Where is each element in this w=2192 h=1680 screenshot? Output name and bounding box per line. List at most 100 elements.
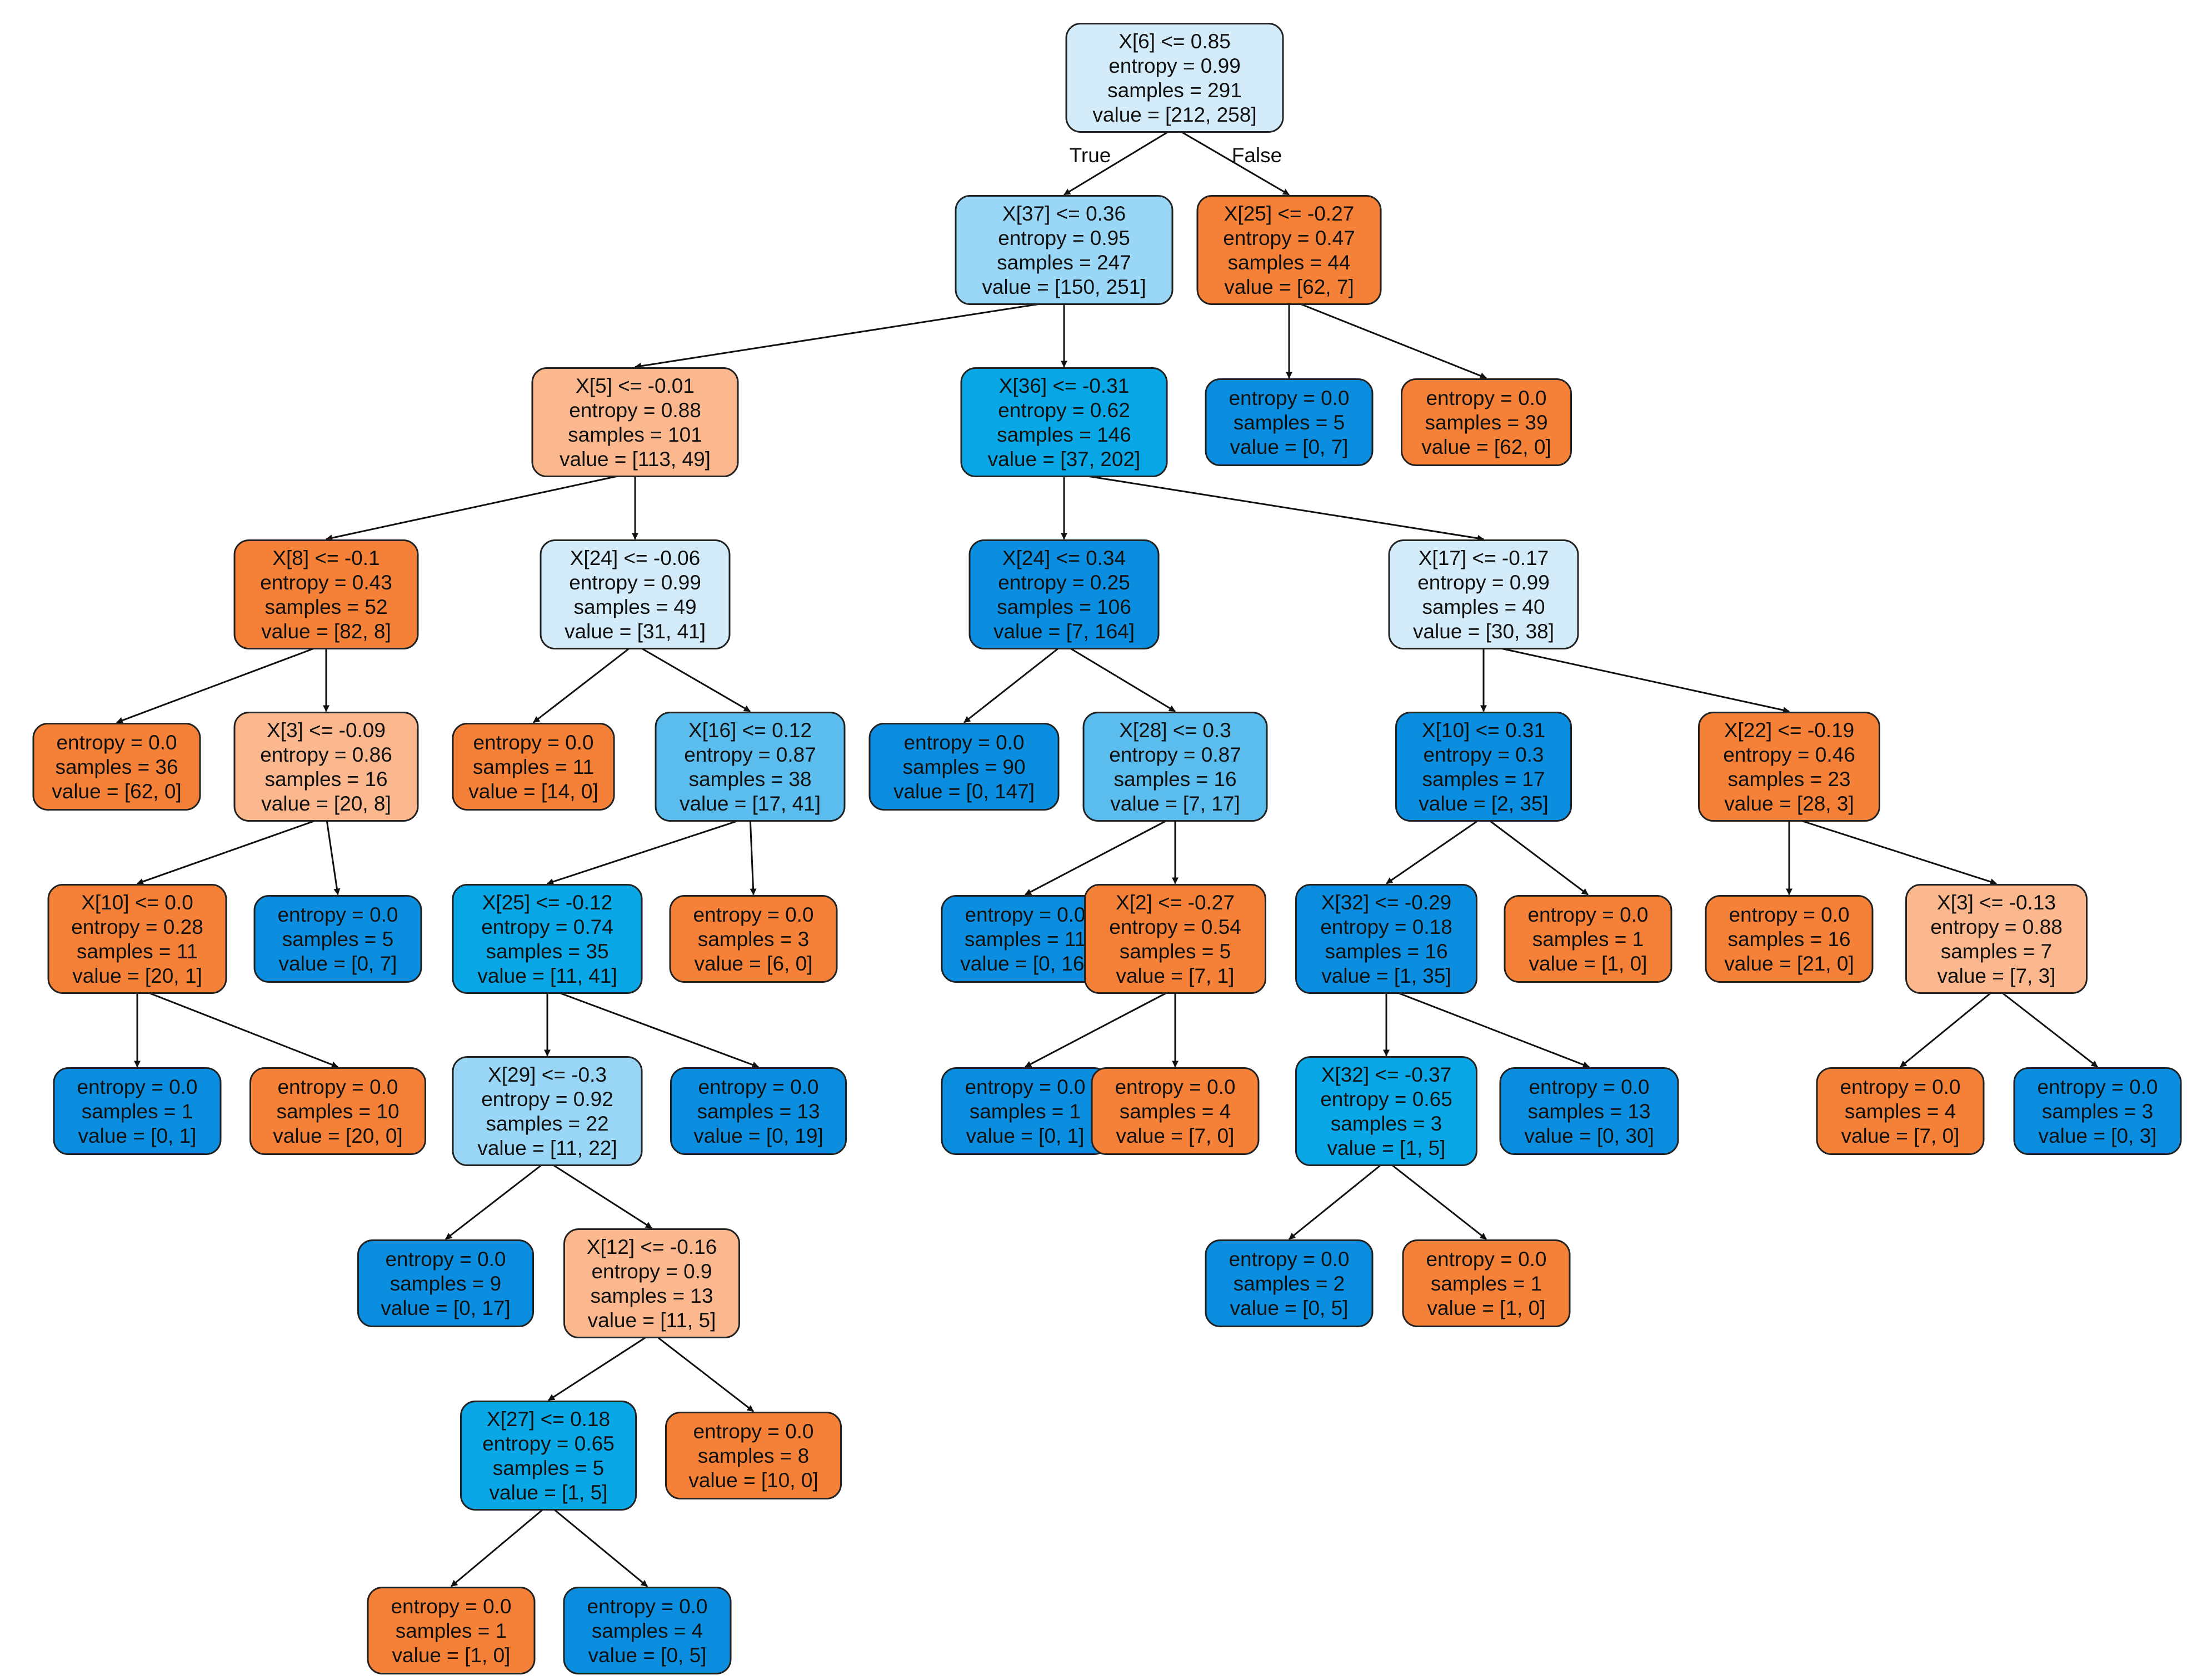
node-text-line: X[28] <= 0.3 [1119,719,1231,742]
node-box [669,895,838,983]
node-text-line: entropy = 0.74 [481,916,613,938]
tree-edge [533,648,630,723]
node-text-line: entropy = 0.65 [1320,1088,1452,1111]
node-text-line: X[2] <= -0.27 [1116,891,1235,914]
node-text-line: value = [30, 38] [1413,620,1554,643]
node-box [1698,712,1880,822]
tree-edge [1070,648,1176,712]
tree-edge [1089,476,1484,542]
node-text-line: entropy = 0.0 [77,1076,197,1098]
node-text-line: samples = 3 [2042,1100,2154,1123]
tree-edge [1489,820,1589,896]
node-text-line: value = [0, 17] [381,1297,510,1319]
node-text-line: value = [2, 35] [1419,792,1548,815]
node-text-line: X[6] <= 0.85 [1119,30,1231,53]
true-branch-label: True [1070,144,1111,167]
node-text-line: samples = 101 [568,423,702,446]
node-text-line: X[3] <= -0.09 [267,719,386,742]
node-text-line: value = [1, 5] [490,1481,608,1504]
node-text-line: value = [1, 0] [1529,952,1647,975]
node-box [955,195,1174,305]
node-box [253,895,422,983]
node-text-line: entropy = 0.0 [1529,1076,1649,1098]
node-text-line: X[32] <= -0.37 [1321,1063,1452,1086]
node-text-line: X[3] <= -0.13 [1937,891,2056,914]
node-text-line: samples = 11 [965,928,1086,951]
node-box [1905,884,2088,994]
node-text-line: value = [17, 41] [680,792,821,815]
node-box [53,1067,222,1155]
node-text-line: entropy = 0.92 [481,1088,613,1111]
node-box [32,723,201,811]
false-branch-label: False [1232,144,1282,167]
node-box [452,884,643,994]
node-text-line: value = [11, 22] [477,1137,617,1159]
tree-edge [1501,648,1790,714]
node-box [233,712,419,822]
node-box [1705,895,1874,983]
node-text-line: value = [0, 5] [1230,1297,1349,1319]
node-text-line: samples = 39 [1425,411,1547,434]
node-text-line: entropy = 0.47 [1223,227,1355,249]
tree-edge [149,992,338,1068]
node-text-line: entropy = 0.0 [277,1076,398,1098]
node-box [670,1067,847,1155]
node-text-line: entropy = 0.0 [698,1076,818,1098]
node-text-line: samples = 247 [997,251,1131,274]
node-text-line: X[37] <= 0.36 [1002,202,1126,225]
node-text-line: samples = 2 [1234,1272,1345,1295]
node-text-line: entropy = 0.28 [71,916,203,938]
node-text-line: entropy = 0.54 [1109,916,1241,938]
node-text-line: samples = 7 [1941,940,2053,963]
node-text-line: value = [7, 3] [1938,964,2056,987]
node-box [1816,1067,1985,1155]
node-box [531,367,739,477]
node-text-line: samples = 5 [1234,411,1345,434]
node-box [2013,1067,2182,1155]
tree-edge [1386,820,1479,884]
node-text-line: X[12] <= -0.16 [587,1236,717,1258]
node-text-line: value = [31, 41] [565,620,706,643]
node-text-line: entropy = 0.0 [965,1076,1085,1098]
tree-edge [641,648,751,712]
node-text-line: entropy = 0.0 [473,731,593,754]
tree-edge [635,303,1038,369]
node-text-line: value = [0, 16] [960,952,1090,975]
node-text-line: entropy = 0.99 [569,571,701,594]
tree-edge [547,820,738,885]
node-box [563,1228,740,1338]
node-text-line: entropy = 0.95 [998,227,1130,249]
node-box [655,712,846,822]
node-box [233,539,419,649]
node-text-line: entropy = 0.87 [684,743,816,766]
tree-edge [2001,992,2098,1068]
tree-edge [548,1337,646,1401]
node-text-line: X[17] <= -0.17 [1419,547,1549,569]
node-box [1499,1067,1679,1155]
node-text-line: entropy = 0.0 [277,903,398,926]
node-text-line: entropy = 0.65 [482,1432,615,1455]
node-text-line: samples = 23 [1727,768,1850,791]
node-text-line: value = [0, 1] [966,1124,1085,1147]
node-text-line: samples = 8 [698,1444,810,1467]
